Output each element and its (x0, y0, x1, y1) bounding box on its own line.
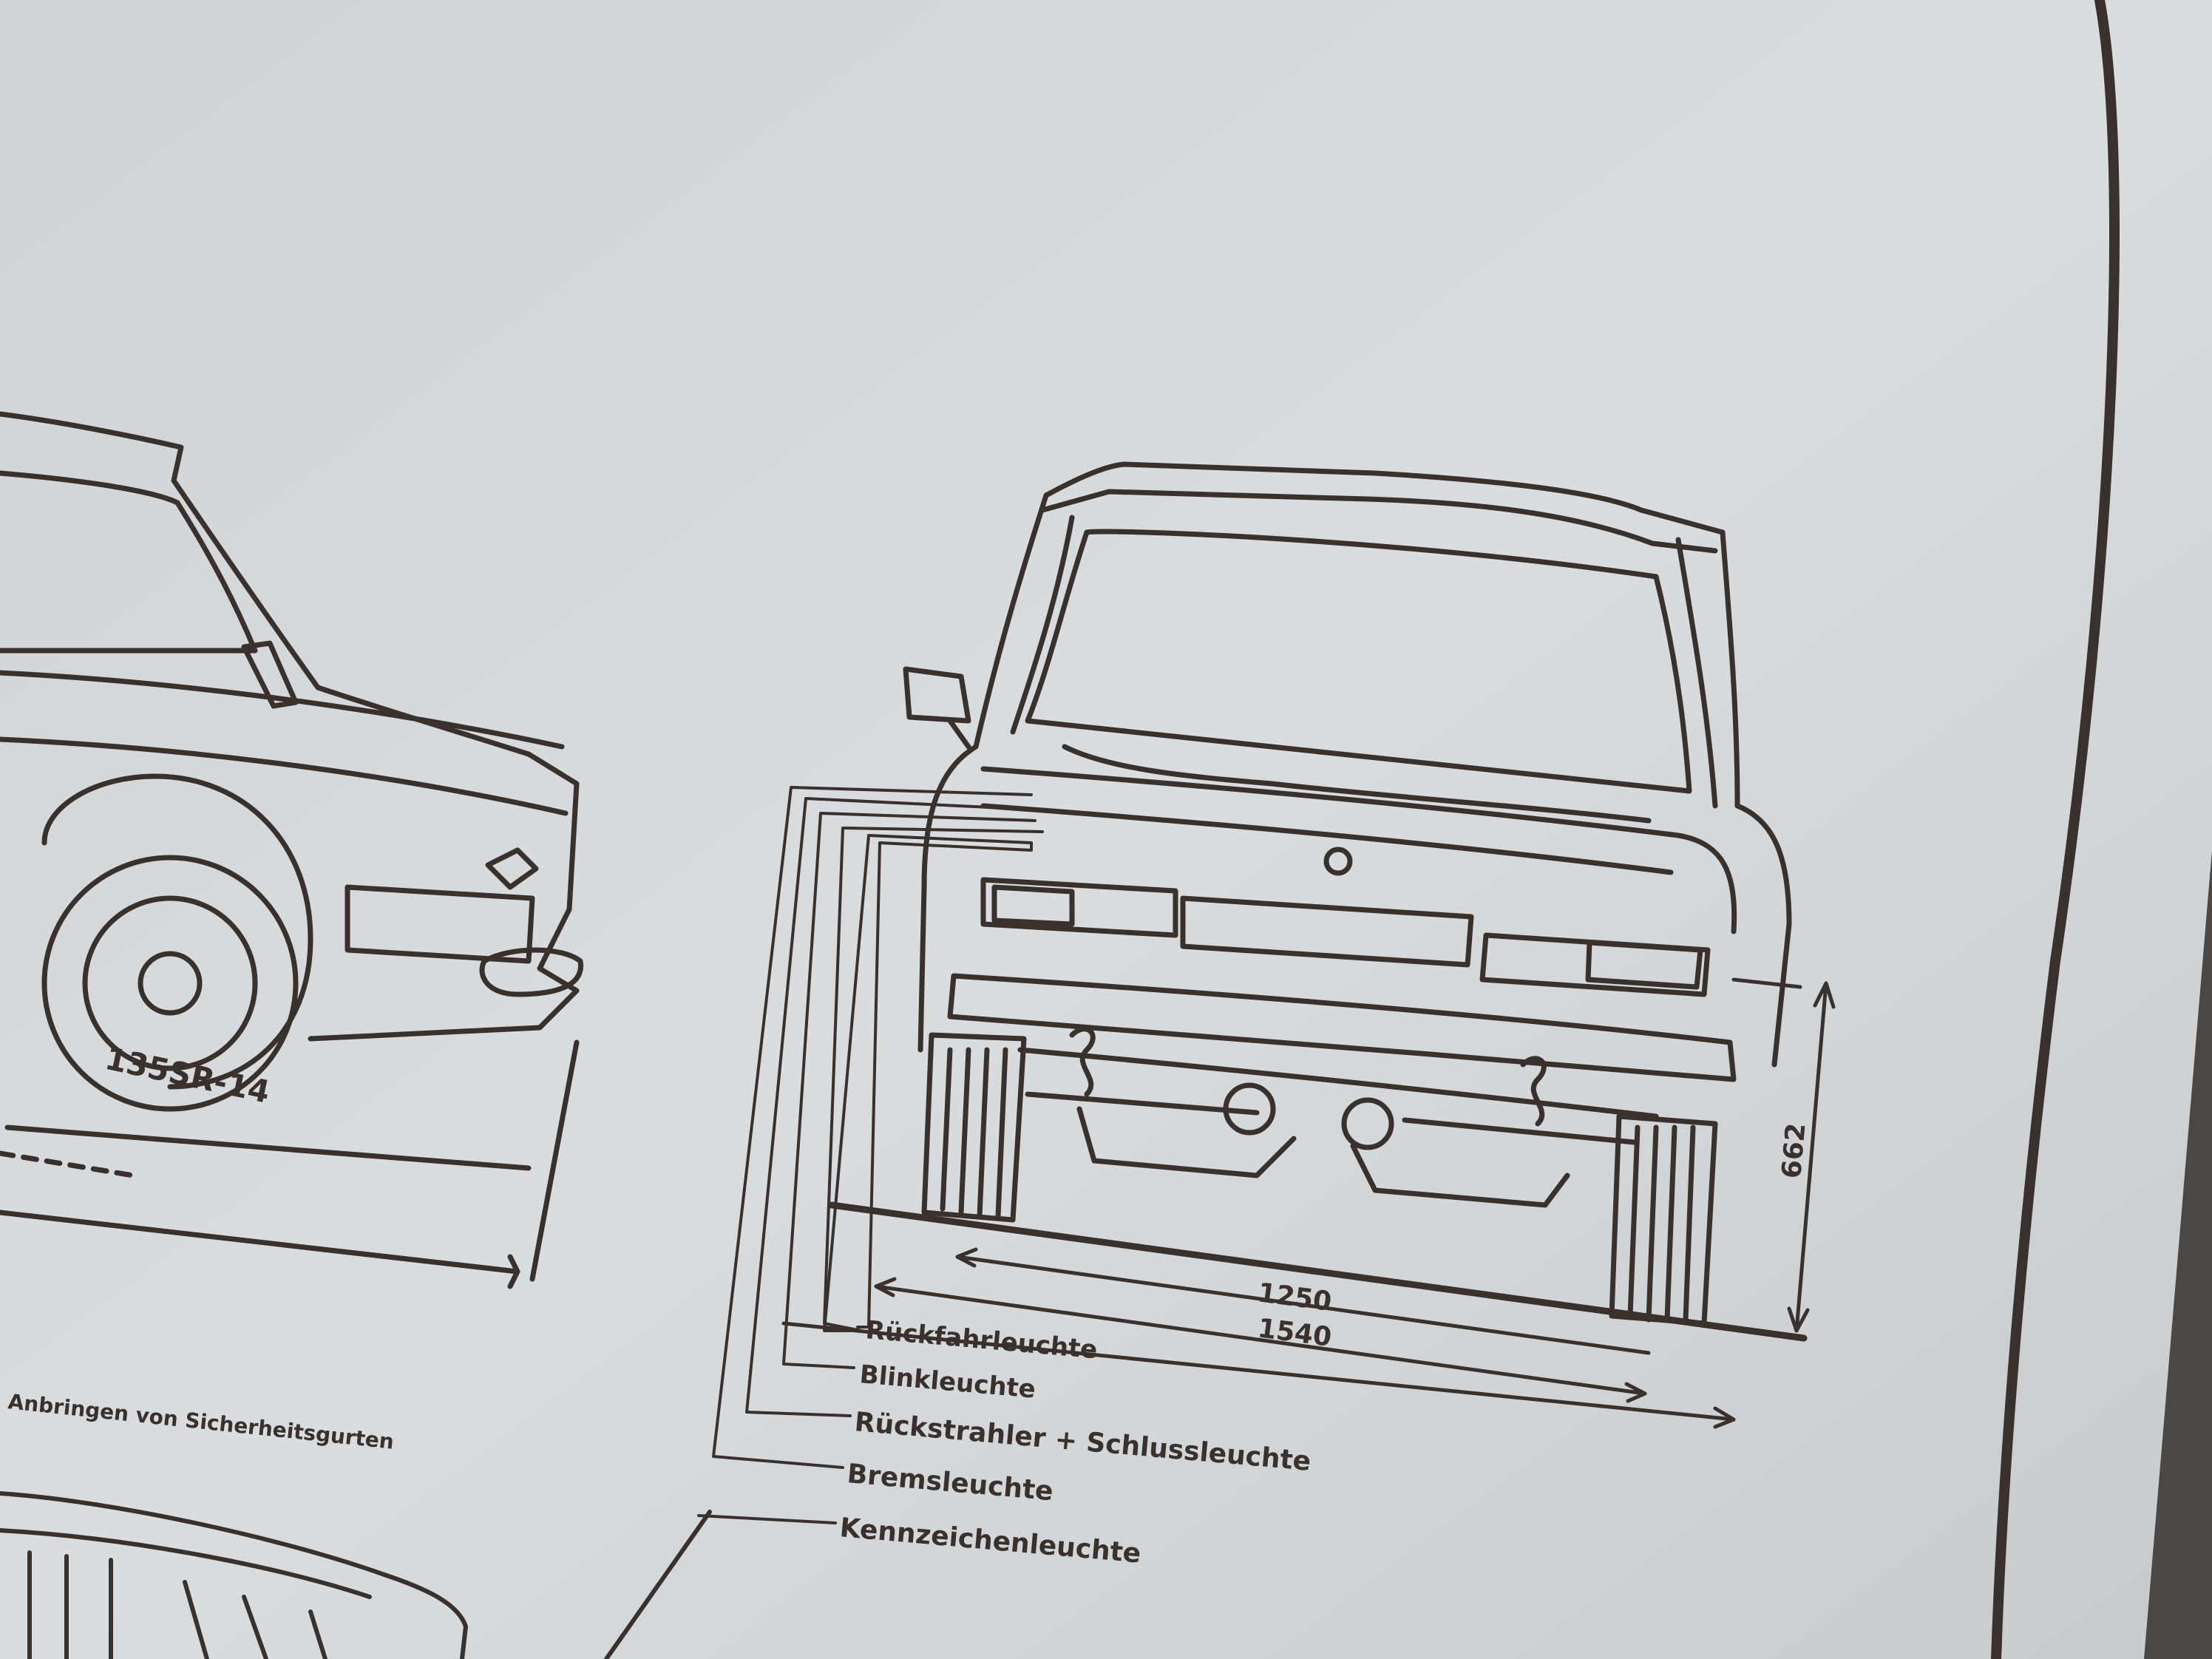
callout-leaders (697, 786, 1044, 1524)
dimension-662-label: 662 (1777, 1122, 1811, 1179)
side-view-car (0, 411, 584, 1289)
dimension-lines (781, 977, 1836, 1429)
sheet-border-line (1991, 0, 2120, 1659)
bottom-view-car-partial (0, 1491, 712, 1659)
rear-view-car (828, 461, 1808, 1342)
